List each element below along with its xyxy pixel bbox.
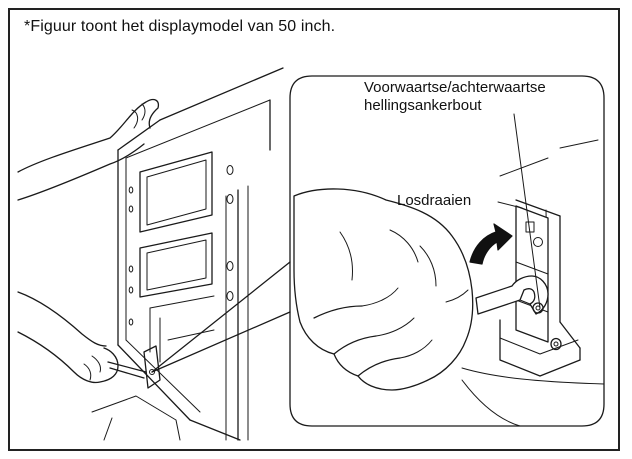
upper-hand — [17, 98, 160, 201]
wrench — [475, 275, 549, 315]
anchor-bolt-label-line1: Voorwaartse/achterwaartse — [364, 79, 546, 96]
lower-hand — [17, 291, 147, 384]
anchor-bolt-label: Voorwaartse/achterwaartse hellingsankerb… — [364, 79, 546, 115]
magnified-callout — [151, 75, 605, 427]
tilt-bracket — [461, 139, 605, 427]
anchor-bolt-label-line2: hellingsankerbout — [364, 97, 482, 114]
label-leaders — [497, 113, 541, 309]
figure-caption: *Figuur toont het displaymodel van 50 in… — [24, 18, 336, 35]
gripping-hand — [293, 188, 474, 391]
display-back-panel — [91, 67, 284, 441]
loosen-label: Losdraaien — [397, 192, 472, 209]
loosen-arrow — [469, 223, 513, 265]
